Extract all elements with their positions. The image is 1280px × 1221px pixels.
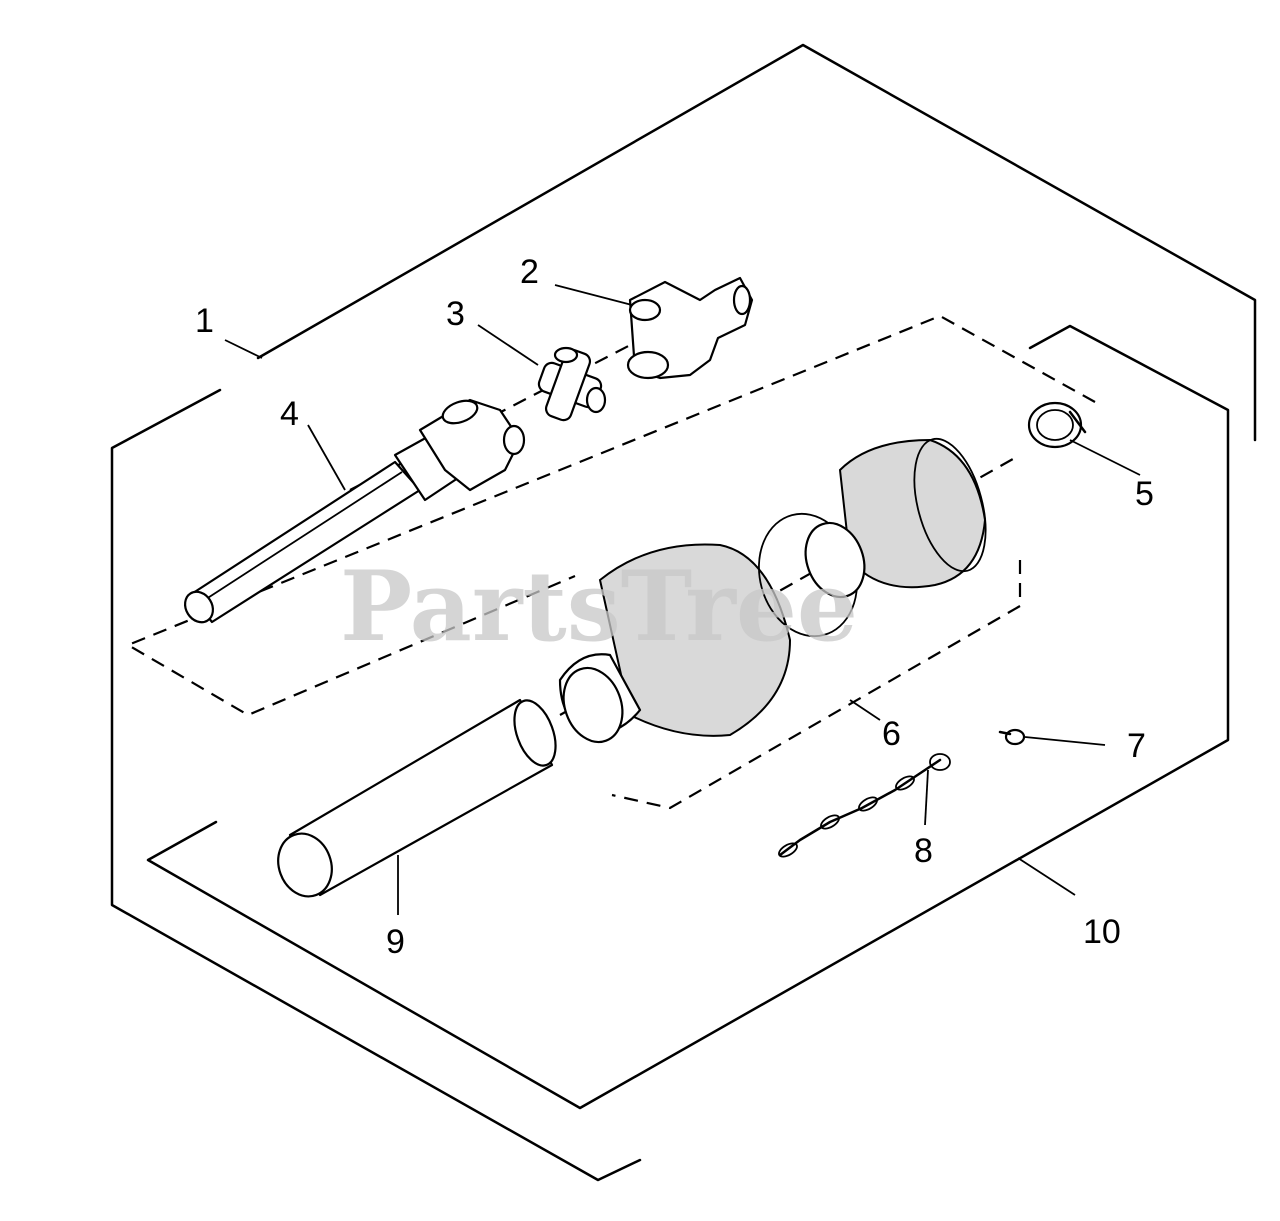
callout-2: 2 <box>520 253 539 291</box>
clip-ring-part <box>1027 401 1087 449</box>
callout-8: 8 <box>914 832 933 870</box>
callout-3: 3 <box>446 295 465 333</box>
watermark-text: PartsTree <box>340 550 858 663</box>
callout-9: 9 <box>386 923 405 961</box>
callout-4: 4 <box>280 395 299 433</box>
kit-boundary-inner <box>146 324 1230 1110</box>
callout-7: 7 <box>1127 727 1146 765</box>
cross-journal-part <box>537 346 607 422</box>
callout-1: 1 <box>195 302 214 340</box>
callout-10: 10 <box>1083 913 1121 951</box>
leader-lines <box>224 284 1141 915</box>
callout-5: 5 <box>1135 475 1154 513</box>
screw-part <box>998 728 1026 746</box>
safety-chain-part <box>778 753 951 858</box>
callout-6: 6 <box>882 715 901 753</box>
kit-boundary-outer <box>110 43 1257 1182</box>
inner-shaft-yoke-part <box>183 398 526 624</box>
outer-tube-part <box>277 698 557 898</box>
kit-boundary-dashed <box>125 314 1096 810</box>
cone-shield-part <box>558 437 987 744</box>
yoke-part <box>626 276 754 380</box>
